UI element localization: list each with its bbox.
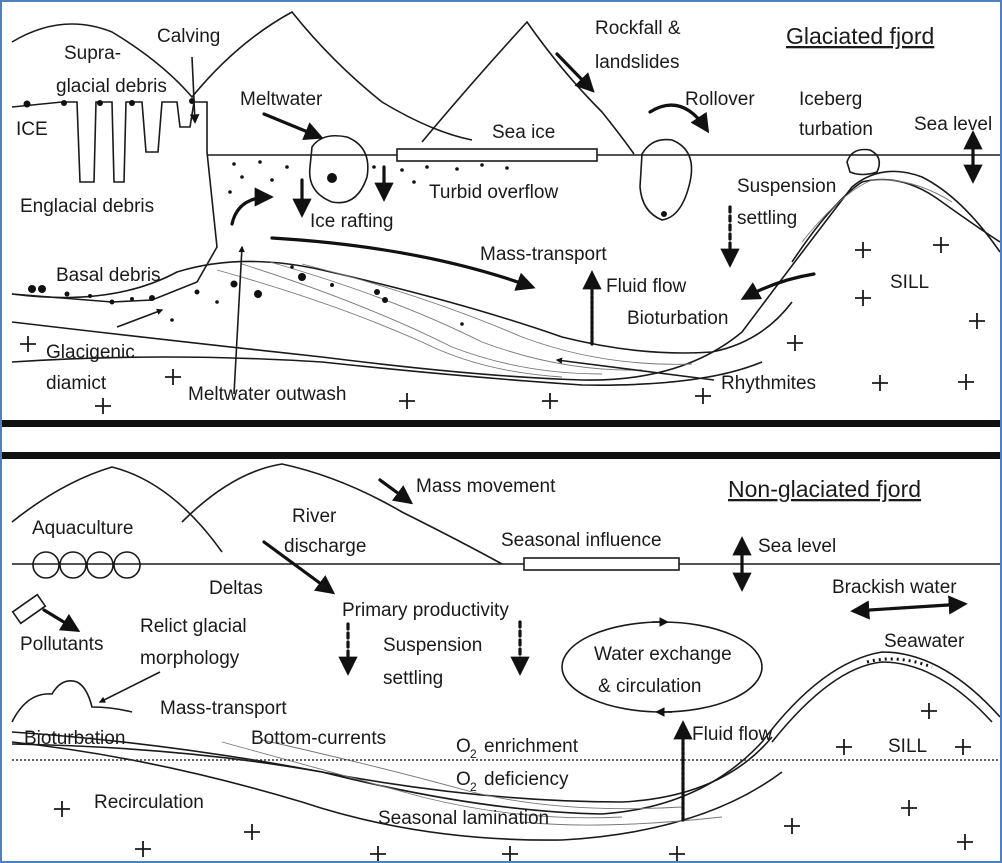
water-exchange-cycle bbox=[562, 622, 762, 712]
debris-dot bbox=[97, 100, 103, 106]
ng-label-relict-1: Relict glacial bbox=[140, 616, 247, 637]
ng-label-deltas: Deltas bbox=[209, 578, 263, 599]
label-glacigenic-1: Glacigenic bbox=[46, 342, 135, 363]
ng-label-seawater: Seawater bbox=[884, 631, 965, 652]
ng-label-sill: SILL bbox=[888, 736, 927, 757]
label-fluid-flow: Fluid flow bbox=[606, 276, 687, 297]
label-sea-level: Sea level bbox=[914, 114, 992, 135]
rockfall-arrow bbox=[557, 54, 592, 90]
ng-label-mass-transport: Mass-transport bbox=[160, 698, 287, 719]
svg-text:2: 2 bbox=[470, 747, 477, 761]
ng-label-bioturbation: Bioturbation bbox=[24, 728, 125, 749]
svg-text:deficiency: deficiency bbox=[484, 769, 569, 790]
nonglaciated-panel: Non-glaciated fjord Mass movement Aquacu… bbox=[12, 464, 1000, 861]
label-rockfall-1: Rockfall & bbox=[595, 18, 681, 39]
ng-label-pollutants: Pollutants bbox=[20, 634, 103, 655]
svg-text:O: O bbox=[456, 736, 471, 757]
meltwater-arrow bbox=[264, 114, 320, 137]
iceberg-debris bbox=[661, 211, 667, 217]
iceberg-3 bbox=[847, 150, 879, 175]
brackish-arrow bbox=[854, 604, 964, 611]
label-glacigenic-2: diamict bbox=[46, 373, 107, 394]
label-iceberg-2: turbation bbox=[799, 119, 873, 140]
ng-label-river-2: discharge bbox=[284, 536, 366, 557]
svg-text:2: 2 bbox=[470, 780, 477, 794]
meltwater-curve-arrow bbox=[232, 197, 270, 224]
panel-separator-bottom bbox=[2, 452, 1000, 459]
panel-separator-top bbox=[2, 420, 1000, 427]
iceberg-2 bbox=[640, 140, 692, 220]
label-rockfall-2: landslides bbox=[595, 52, 680, 73]
label-sill: SILL bbox=[890, 272, 929, 293]
ng-label-sea-level: Sea level bbox=[758, 536, 836, 557]
aquaculture-rings bbox=[33, 552, 140, 578]
nonglaciated-title: Non-glaciated fjord bbox=[728, 476, 921, 502]
seasonal-influence-block bbox=[524, 558, 679, 570]
ng-label-brackish: Brackish water bbox=[832, 577, 957, 598]
label-ice-rafting: Ice rafting bbox=[310, 211, 393, 232]
ng-label-o2-deficiency: O 2 deficiency bbox=[456, 769, 569, 794]
ng-label-recirculation: Recirculation bbox=[94, 792, 204, 813]
debris-dot bbox=[24, 101, 31, 108]
basal-pointer-arrow bbox=[117, 310, 162, 327]
debris-dot bbox=[129, 100, 135, 106]
label-iceberg-1: Iceberg bbox=[799, 89, 862, 110]
svg-text:O: O bbox=[456, 769, 471, 790]
label-suspension-2: settling bbox=[737, 208, 797, 229]
ng-label-seasonal-influence: Seasonal influence bbox=[501, 530, 662, 551]
sea-ice-block bbox=[397, 149, 597, 161]
label-rollover: Rollover bbox=[685, 89, 755, 110]
label-turbid: Turbid overflow bbox=[429, 182, 558, 203]
ng-sill-inner bbox=[772, 662, 992, 742]
ng-label-water-exchange-2: & circulation bbox=[598, 676, 702, 697]
glaciated-title: Glaciated fjord bbox=[786, 23, 934, 49]
label-sea-ice: Sea ice bbox=[492, 122, 555, 143]
ng-label-river-1: River bbox=[292, 506, 337, 527]
sill-slump-arrow bbox=[744, 274, 814, 298]
ng-label-aquaculture: Aquaculture bbox=[32, 518, 133, 539]
outwash-arrow bbox=[234, 247, 242, 394]
glaciated-panel: Glaciated fjord Supra- glacial debris Ca… bbox=[12, 12, 1000, 414]
ng-mountain-1 bbox=[12, 467, 222, 552]
debris-dot bbox=[61, 100, 67, 106]
ng-label-suspension-2: settling bbox=[383, 668, 443, 689]
label-supraglacial-2: glacial debris bbox=[56, 76, 167, 97]
ng-label-fluid-flow: Fluid flow bbox=[692, 724, 773, 745]
label-englacial: Englacial debris bbox=[20, 196, 154, 217]
svg-text:enrichment: enrichment bbox=[484, 736, 579, 757]
ng-label-seasonal-lamination: Seasonal lamination bbox=[378, 808, 549, 829]
ng-label-mass-movement: Mass movement bbox=[416, 476, 556, 497]
label-basal: Basal debris bbox=[56, 265, 161, 286]
ng-label-water-exchange-1: Water exchange bbox=[594, 644, 732, 665]
label-mass-transport: Mass-transport bbox=[480, 244, 607, 265]
relict-pointer-arrow bbox=[100, 672, 160, 702]
relict-morphology bbox=[12, 681, 132, 722]
ng-label-primary-productivity: Primary productivity bbox=[342, 600, 509, 621]
iceberg-debris bbox=[327, 173, 337, 183]
ng-label-suspension-1: Suspension bbox=[383, 635, 482, 656]
label-suspension-1: Suspension bbox=[737, 176, 836, 197]
ng-label-o2-enrichment: O 2 enrichment bbox=[456, 736, 579, 761]
iceberg-1 bbox=[310, 136, 368, 203]
pollutant-arrow bbox=[44, 610, 77, 630]
label-supraglacial-1: Supra- bbox=[64, 43, 121, 64]
label-bioturbation: Bioturbation bbox=[627, 308, 728, 329]
pollutant-pipe bbox=[13, 595, 46, 624]
ng-mass-movement-arrow bbox=[380, 480, 410, 502]
label-ice: ICE bbox=[16, 119, 48, 140]
label-calving: Calving bbox=[157, 26, 220, 47]
ng-label-relict-2: morphology bbox=[140, 648, 240, 669]
label-rhythmites: Rhythmites bbox=[721, 373, 816, 394]
label-meltwater-outwash: Meltwater outwash bbox=[188, 384, 346, 405]
ng-label-bottom-currents: Bottom-currents bbox=[251, 728, 386, 749]
label-meltwater: Meltwater bbox=[240, 89, 323, 110]
